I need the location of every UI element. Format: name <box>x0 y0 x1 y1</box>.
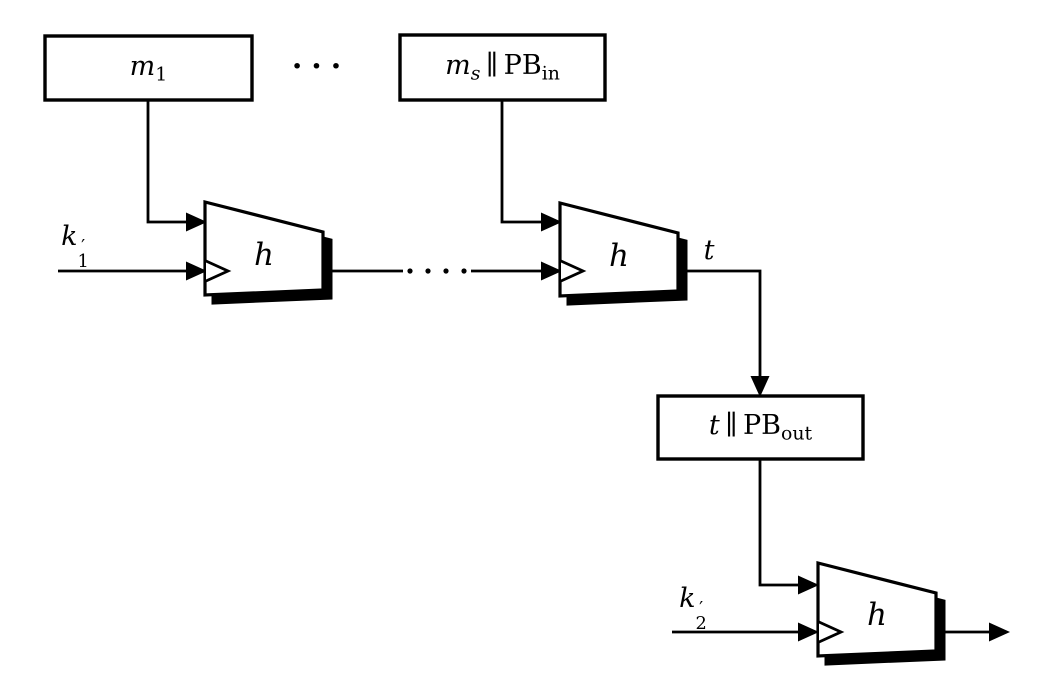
hash-block-1-chevron-icon <box>205 259 232 283</box>
hash-block-3 <box>816 560 946 666</box>
wire-tbox-to-h3 <box>758 459 801 587</box>
hash-block-2-body <box>558 200 680 298</box>
chain-dot <box>407 268 413 274</box>
hash-block-1 <box>203 199 333 305</box>
chain-dots <box>407 268 467 274</box>
wire-ms-to-h2 <box>500 100 543 224</box>
wires <box>58 100 991 634</box>
box-m1 <box>43 34 254 102</box>
hash-block-1-body <box>203 199 325 297</box>
arrowhead-m1-h1 <box>186 212 207 232</box>
chain-dot <box>425 268 431 274</box>
arrowheads <box>186 212 1010 642</box>
hash-block-2-chevron-icon <box>560 259 587 283</box>
wire-h2-to-tbox <box>686 269 762 379</box>
chain-dot <box>461 268 467 274</box>
arrowhead-chain-h2 <box>541 261 562 281</box>
arrowhead-t-down <box>750 376 770 397</box>
wire-m1-to-h1 <box>146 100 188 224</box>
hash-block-2 <box>558 200 688 306</box>
box-t-pbout <box>656 394 865 461</box>
chain-dot <box>443 268 449 274</box>
hash-block-3-body <box>816 560 938 658</box>
arrowhead-k2-h3 <box>798 622 819 642</box>
arrowhead-final-output <box>989 622 1010 642</box>
data-boxes <box>43 33 865 461</box>
box-ms-pbin <box>398 33 607 102</box>
arrowhead-ms-h2 <box>541 212 562 232</box>
arrowhead-k1-h1 <box>186 261 207 281</box>
arrowhead-tbox-h3 <box>798 575 819 595</box>
hash-block-3-chevron-icon <box>818 620 845 644</box>
